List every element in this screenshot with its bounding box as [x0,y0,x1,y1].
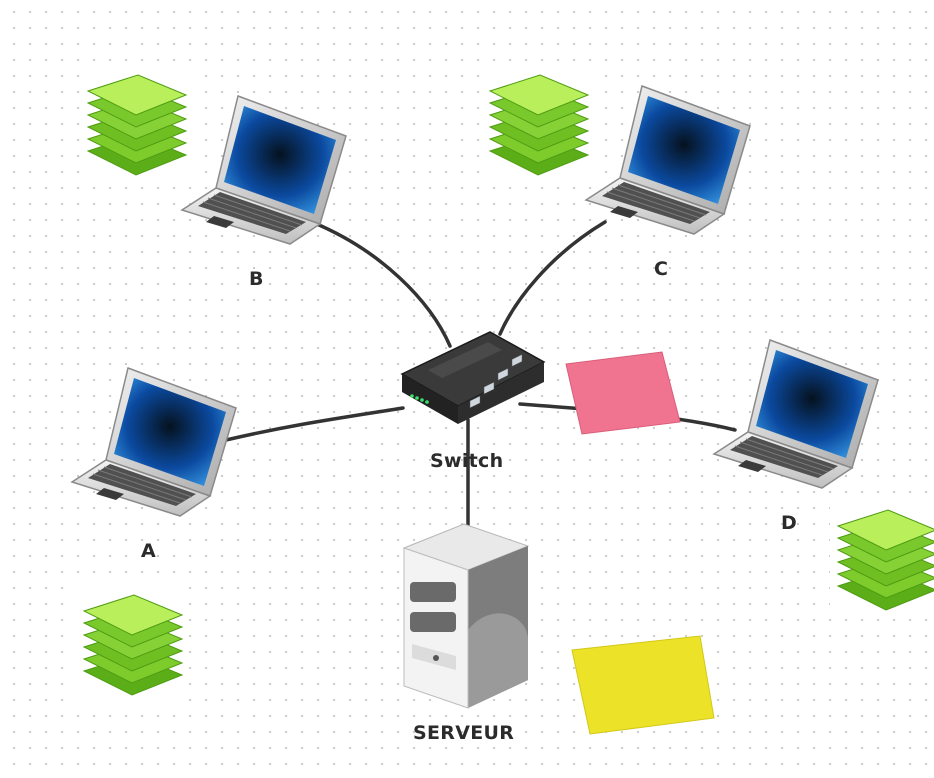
cable-a-switch [224,406,405,442]
sticky-note-yellow[interactable] [568,634,718,742]
cable-b-switch [310,220,452,348]
server-icon[interactable] [402,520,532,714]
cable-c-switch [498,220,607,336]
laptop-c-icon[interactable] [582,82,752,241]
network-switch-icon[interactable] [398,326,548,430]
sticky-note-pink[interactable] [562,350,684,442]
paper-stack-icon [76,585,188,703]
paper-stack-icon [482,65,594,183]
laptop-d-label: D [781,512,798,534]
switch-label: Switch [430,450,504,472]
laptop-d-icon[interactable] [710,336,880,495]
laptop-a-icon[interactable] [68,364,238,523]
server-label: SERVEUR [413,722,515,744]
laptop-c-label: C [654,258,669,280]
laptop-b-icon[interactable] [178,92,348,251]
laptop-a-label: A [141,540,157,562]
laptop-b-label: B [249,268,264,290]
paper-stack-icon [80,65,192,183]
paper-stack-icon [830,500,934,618]
